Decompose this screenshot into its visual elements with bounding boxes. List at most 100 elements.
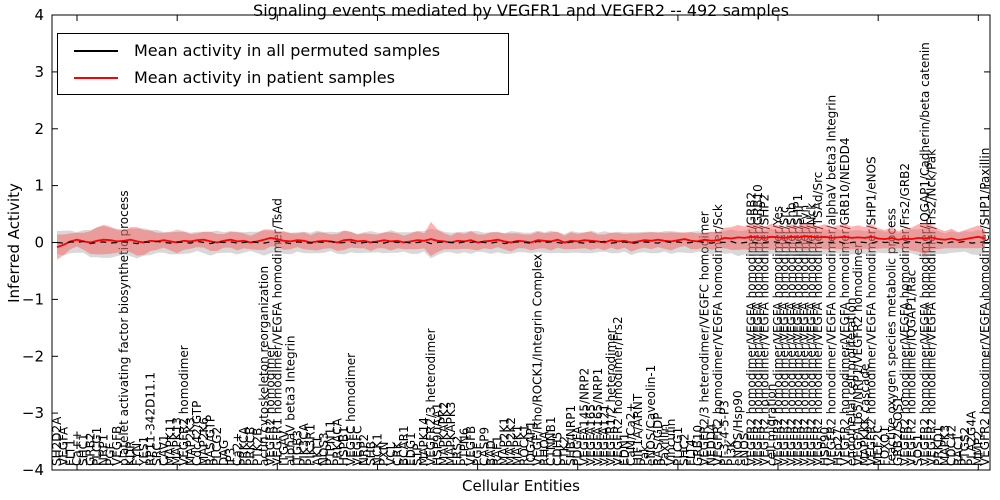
x-tick-label: MAP2K6 — [197, 417, 211, 466]
permuted-line-swatch — [74, 49, 118, 52]
patient-mean-line — [56, 235, 986, 248]
x-tick-label: KDR — [123, 441, 137, 466]
x-tick-label: ROCK1 — [517, 424, 531, 466]
x-tick-label: VEGFR2 homodimer/VEGFA homodimer/Fyn — [798, 205, 812, 466]
x-tick-label: VEGFA165 — [584, 404, 598, 466]
permuted-mean-line — [56, 240, 986, 245]
x-tick-label: VEGFR2 homodimer — [264, 345, 278, 466]
x-tick-label: HSP90AA1 — [431, 402, 445, 466]
legend-item-permuted: Mean activity in all permuted samples — [58, 41, 508, 60]
x-tick-label: PRKCB — [244, 427, 258, 466]
x-tick-label: CDH5 — [551, 432, 565, 466]
x-tick-label: PI-3-4-5-P3 — [718, 400, 732, 466]
x-tick-label: VEGFA121 — [598, 404, 612, 466]
x-tick-label: actin cytoskeleton reorganization — [257, 266, 271, 466]
x-tick-label: NRP1 — [97, 434, 111, 466]
x-tick-label: ITGAV — [277, 429, 291, 466]
x-tick-label: Pak — [638, 445, 652, 466]
x-tick-label: Ca2+ — [230, 433, 244, 466]
x-tick-label: BAD — [484, 440, 498, 466]
x-tick-label: MAPK1 — [511, 425, 525, 466]
x-tick-label: PTGS2 — [958, 427, 972, 466]
y-tick-label: −3 — [22, 404, 44, 422]
x-tick-label: VEGFR2 homodimer/IQGAP1/Rac — [905, 270, 919, 466]
x-tick-label: MAP2K1 — [497, 417, 511, 466]
x-tick-label: VEGFC — [350, 426, 364, 466]
x-tick-label: FRS2 — [451, 436, 465, 467]
x-tick-label: Ca++ — [70, 430, 84, 466]
x-tick-label: HSPB1 — [337, 426, 351, 466]
x-tick-label: SHB — [364, 441, 378, 466]
y-tick-label: −1 — [22, 290, 44, 308]
x-tick-label: PDGFA — [571, 425, 585, 466]
x-tick-label: VEGFR2 homodimer/VEGFA homodimer/SHP1 — [791, 194, 805, 466]
x-tick-label: PLCG1 — [671, 427, 685, 466]
x-tick-label: PLCG2 — [210, 427, 224, 466]
y-tick-label: 1 — [34, 177, 44, 195]
x-tick-label: SHC2 — [678, 433, 692, 466]
x-tick-label: SHC1 — [77, 433, 91, 466]
x-tick-label: RAC1 — [951, 434, 965, 466]
x-tick-label: Vinculin — [664, 419, 678, 466]
x-tick-label: VEGFR2 homodimer/Frs2 — [611, 316, 625, 466]
x-tick-label: CASP9 — [477, 427, 491, 466]
x-tick-label: VEGFR2 homodimer/VEGFA homodimer/SHP2 — [758, 194, 772, 466]
x-tick-label: MAPKAPK3 — [444, 402, 458, 466]
x-tick-label: HSP90 — [818, 427, 832, 466]
x-tick-label: ITGB3 — [290, 430, 304, 466]
x-tick-label: IP3 — [224, 448, 238, 466]
x-tick-label: eNOS/Hsp90 — [731, 390, 745, 466]
x-tick-label: VEGFR2 homodimer/VEGFA homodimer/Yes — [771, 206, 785, 466]
x-tick-label: CTNNB1 — [544, 416, 558, 466]
x-tick-label: PLCG1 — [90, 427, 104, 466]
x-tick-label: NEDD4 — [704, 423, 718, 466]
x-tick-label: VEGFR2 homodimer/VEGFA homodimer/GRB2 — [744, 192, 758, 466]
x-tick-label: MAPKKK cascade — [858, 364, 872, 466]
x-tick-label: IQGAP1 — [524, 421, 538, 466]
x-tick-label: reactive oxygen species metabolic proces… — [885, 208, 899, 466]
x-tick-label: NOS3 — [317, 432, 331, 466]
legend-item-patient: Mean activity in patient samples — [58, 68, 508, 87]
x-tick-label: PTPN6 — [457, 428, 471, 466]
x-tick-label: GRB2/SOS1 — [891, 396, 905, 466]
x-tick-label: GRB10 — [691, 425, 705, 466]
x-tick-labels: SH2D2AVEGFAFLT1Ca++SHC1GRB2PLCG1NRP1PGFV… — [50, 42, 992, 467]
x-tick-label: VEGFR2 homodimer — [177, 345, 191, 466]
x-tick-label: PTK2 — [557, 436, 571, 466]
x-tick-label: EDG1 — [404, 432, 418, 466]
x-tick-label: HIF1A/ARNT — [631, 393, 645, 466]
x-tick-label: FOXO1 — [878, 426, 892, 466]
x-tick-label: PXN — [377, 442, 391, 466]
y-tick-label: −2 — [22, 347, 44, 365]
x-tick-label: VEGFA165/NRP1 — [591, 368, 605, 466]
x-tick-label: VEGF/Rho/ROCK1/Integrin Complex — [531, 254, 545, 466]
x-tick-label: SHB/NRP1 — [564, 405, 578, 466]
x-tick-label: SRC — [150, 442, 164, 466]
x-tick-label: RAS/GTP — [204, 415, 218, 466]
x-tick-label: MMP2 — [971, 430, 985, 466]
x-tick-label: RHOA — [537, 430, 551, 466]
x-tick-label: Paxillin — [658, 424, 672, 466]
x-axis-ticks — [76, 15, 979, 470]
x-tick-label: FYN — [130, 443, 144, 466]
x-tick-label: VEGFB — [110, 426, 124, 466]
x-tick-label: PGF — [471, 442, 485, 466]
x-tick-label: Hsp27 — [831, 428, 845, 466]
x-tick-label: PRKACA — [330, 417, 344, 466]
x-tick-label: RAF1 — [491, 435, 505, 466]
x-tick-label: CDC42 — [945, 425, 959, 466]
x-tick-label: AKT1 — [310, 436, 324, 466]
x-tick-label: CaM/Ca2+ — [624, 402, 638, 466]
y-tick-label: 2 — [34, 120, 44, 138]
x-tick-label: VEGFR2 homodimer/VEGFA homodimer/alphaV … — [824, 95, 838, 466]
x-tick-label: FLT1 — [63, 439, 77, 466]
x-axis-label: Cellular Entities — [462, 477, 580, 495]
legend: Mean activity in all permuted samples Me… — [57, 33, 509, 95]
x-tick-label: RP11-342D11.1 — [144, 372, 158, 466]
x-tick-label: MAPK3 — [938, 425, 952, 466]
x-tick-label: VEGFR1/2 heterodimer — [604, 328, 618, 466]
permuted-std-band — [57, 226, 985, 259]
